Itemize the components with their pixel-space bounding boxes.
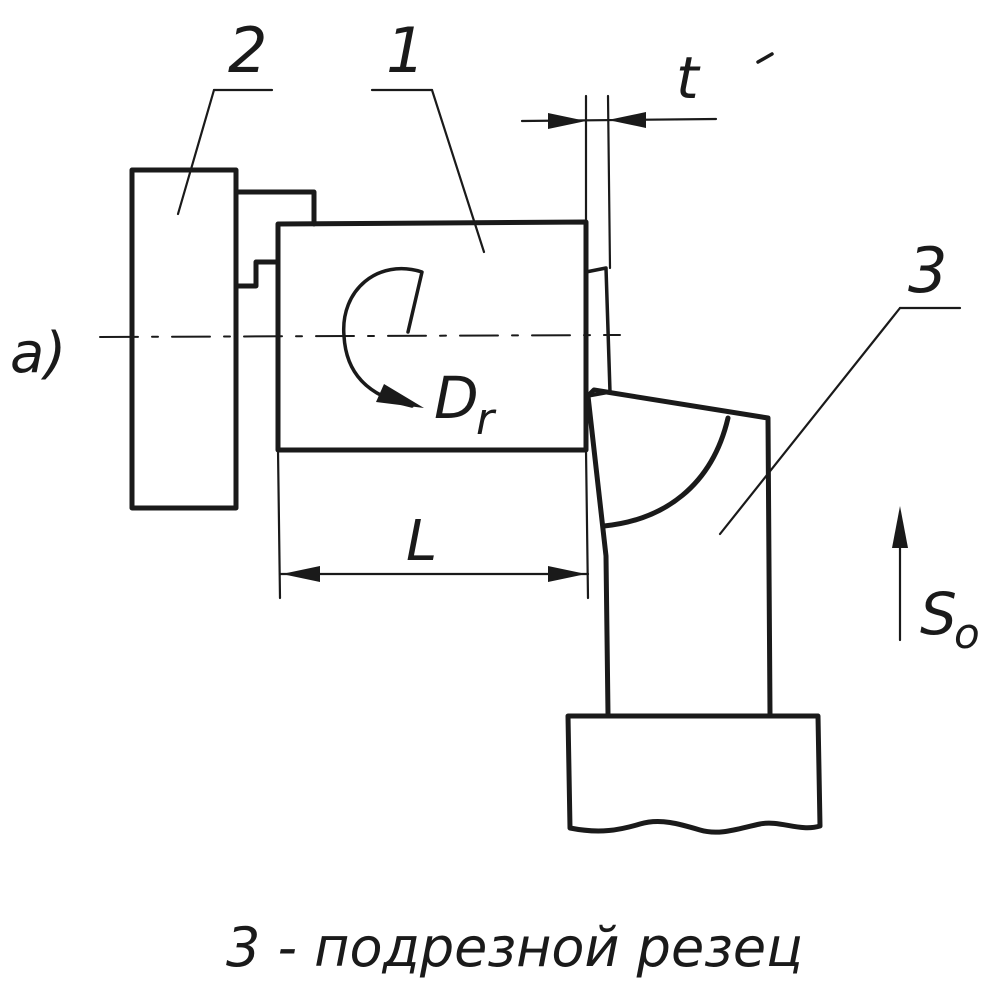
label-part-3: 3 xyxy=(908,234,947,307)
dimension-L xyxy=(276,448,590,600)
caption: 3 - подрезной резец xyxy=(226,916,803,979)
label-feed-S: S xyxy=(920,580,957,648)
label-view-a: a) xyxy=(10,321,66,386)
stray-mark xyxy=(756,52,774,64)
feed-arrow xyxy=(892,506,908,642)
label-length-L: L xyxy=(406,509,437,574)
label-rotation-D-sub: r xyxy=(476,394,497,445)
facing-cutter xyxy=(565,387,823,835)
rotation-arrow xyxy=(342,266,424,408)
chuck xyxy=(129,167,317,511)
dimension-t xyxy=(520,94,718,270)
label-part-1: 1 xyxy=(386,14,425,87)
label-rotation-D: D xyxy=(434,364,479,432)
center-axis xyxy=(99,334,621,338)
label-depth-t: t xyxy=(676,44,701,112)
label-feed-S-sub: o xyxy=(954,609,980,658)
label-part-2: 2 xyxy=(228,14,267,87)
leader-lines xyxy=(176,88,962,536)
